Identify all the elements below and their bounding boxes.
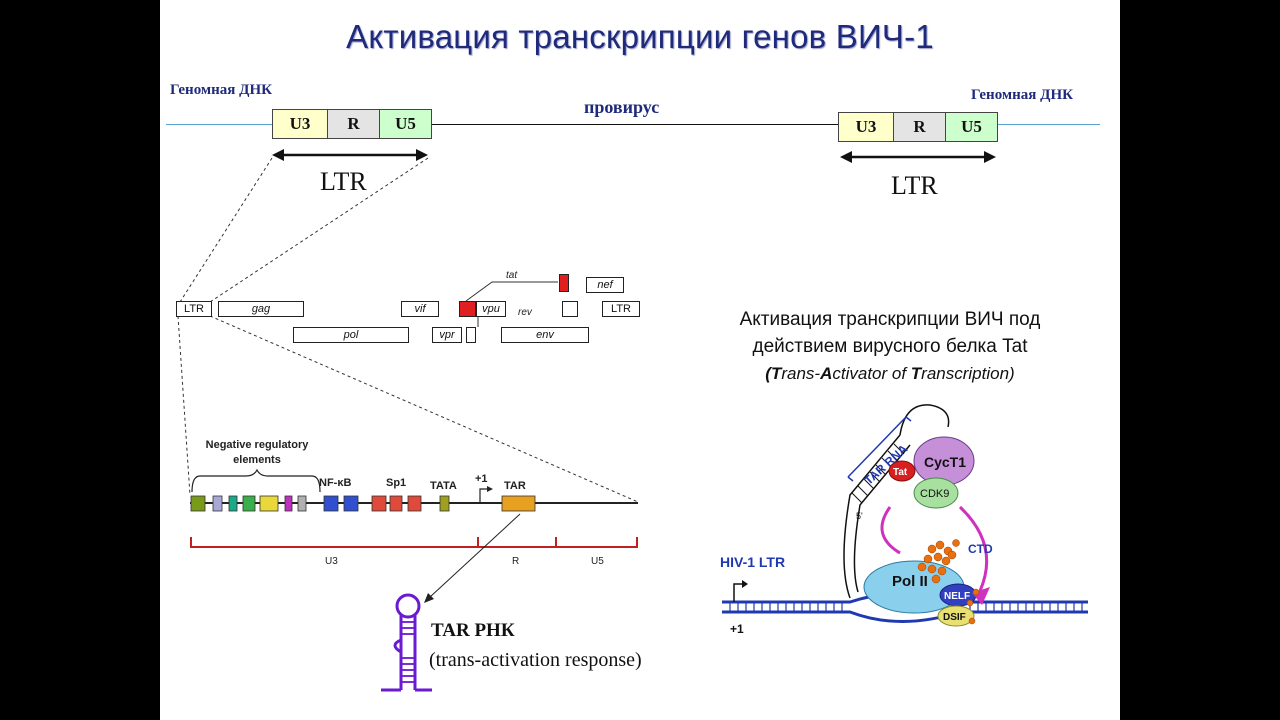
regulatory-element	[212, 495, 223, 512]
gene-vpu: vpu	[476, 301, 506, 317]
gene-tat-label: tat	[506, 270, 518, 281]
tat-caption-line3: (Trans-Activator of Transcription)	[690, 364, 1090, 384]
tar-rna-title: TAR РНК	[431, 620, 515, 641]
ltr-segment-u5: U5	[380, 110, 431, 138]
rev-exon2	[562, 301, 578, 317]
tat-caption-fragment: T	[910, 364, 922, 383]
gene-gag: gag	[218, 301, 304, 317]
tat-exon2	[559, 274, 569, 292]
ltr-left-arrow	[272, 149, 428, 161]
ltr-segment-u3: U3	[273, 110, 328, 138]
ltr-detail-graphic	[190, 468, 638, 692]
mech-tss-label: +1	[730, 622, 744, 636]
tat-caption-line2: действием вирусного белка Tat	[752, 336, 1028, 357]
gene-rev-label: rev	[518, 307, 532, 318]
ctd-label: CTD	[968, 542, 993, 556]
dsif-label: DSIF	[943, 612, 966, 623]
genomic-dna-left-label: Геномная ДНК	[170, 82, 273, 98]
tat-caption-fragment: ranscription)	[921, 364, 1015, 383]
tat-caption-fragment: (	[765, 364, 771, 383]
region-u5-label: U5	[591, 556, 604, 567]
region-u3-label: U3	[325, 556, 338, 567]
gene-nef: nef	[586, 277, 624, 293]
cdk9-label: CDK9	[920, 488, 949, 500]
tat-label: Tat	[893, 467, 908, 478]
tat-mechanism-diagram: 5' TAR RNA CycT1 Tat CDK9 CTD HIV-1 LTR …	[720, 404, 1088, 636]
regulatory-element	[371, 495, 387, 512]
tata-label: TATA	[430, 480, 457, 492]
ltr-segment-r: R	[328, 110, 380, 138]
regulatory-element	[439, 495, 450, 512]
region-r-label: R	[512, 556, 520, 567]
tat-caption-fragment: rans-	[781, 364, 821, 383]
tat-caption-line1: Активация транскрипции ВИЧ под	[739, 309, 1041, 330]
tat-caption-fragment: ctivator of	[832, 364, 911, 383]
regulatory-element	[407, 495, 422, 512]
tar-element	[501, 495, 536, 512]
regulatory-element	[190, 495, 206, 512]
rev-exon1	[466, 327, 476, 343]
provirus-lines	[166, 124, 1100, 503]
gene-vif: vif	[401, 301, 439, 317]
nfkb-label: NF-κB	[319, 477, 352, 489]
ltr-segment-u5: U5	[946, 113, 997, 141]
hiv-ltr-label: HIV-1 LTR	[720, 554, 785, 570]
tat-exon1	[459, 301, 476, 317]
ltr-right-label: LTR	[891, 171, 938, 200]
gene-env: env	[501, 327, 589, 343]
negative-regulatory-label: Negative regulatory elements	[205, 439, 309, 466]
regulatory-element	[259, 495, 279, 512]
sp1-label: Sp1	[386, 477, 407, 489]
nelf-label: NELF	[944, 591, 970, 602]
regulatory-element	[389, 495, 403, 512]
tat-caption-fragment: A	[820, 364, 833, 383]
regulatory-brace	[191, 468, 321, 493]
gene-pol: pol	[293, 327, 409, 343]
regulatory-element	[242, 495, 256, 512]
regulatory-element	[228, 495, 238, 512]
regulatory-element	[297, 495, 307, 512]
ltr-segment-r: R	[894, 113, 946, 141]
tat-caption-fragment: T	[770, 364, 782, 383]
gene-ltr-right: LTR	[602, 301, 640, 317]
ltr-right-arrow	[840, 151, 996, 163]
ltr-right-box: U3 R U5	[838, 112, 998, 142]
tss-label: +1	[475, 473, 488, 485]
gene-ltr-left: LTR	[176, 301, 212, 317]
ltr-left-label: LTR	[320, 167, 367, 196]
pol2-label: Pol II	[892, 573, 928, 590]
gene-vpr: vpr	[432, 327, 462, 343]
provirus-label: провирус	[584, 97, 660, 117]
cyct1-label: CycT1	[924, 454, 966, 470]
regulatory-element	[284, 495, 293, 512]
ltr-segment-u3: U3	[839, 113, 894, 141]
regulatory-element	[343, 495, 359, 512]
tar-rna-subtitle: (trans-activation response)	[429, 649, 642, 671]
slide-title: Активация транскрипции генов ВИЧ-1	[346, 18, 934, 55]
ltr-left-box: U3 R U5	[272, 109, 432, 139]
regulatory-element	[323, 495, 339, 512]
genome-connectors	[465, 281, 558, 327]
tar-label: TAR	[504, 480, 526, 492]
slide: Активация транскрипции генов ВИЧ-1 Геном…	[160, 0, 1120, 720]
genomic-dna-right-label: Геномная ДНК	[971, 87, 1074, 103]
five-prime-label: 5'	[856, 511, 863, 521]
